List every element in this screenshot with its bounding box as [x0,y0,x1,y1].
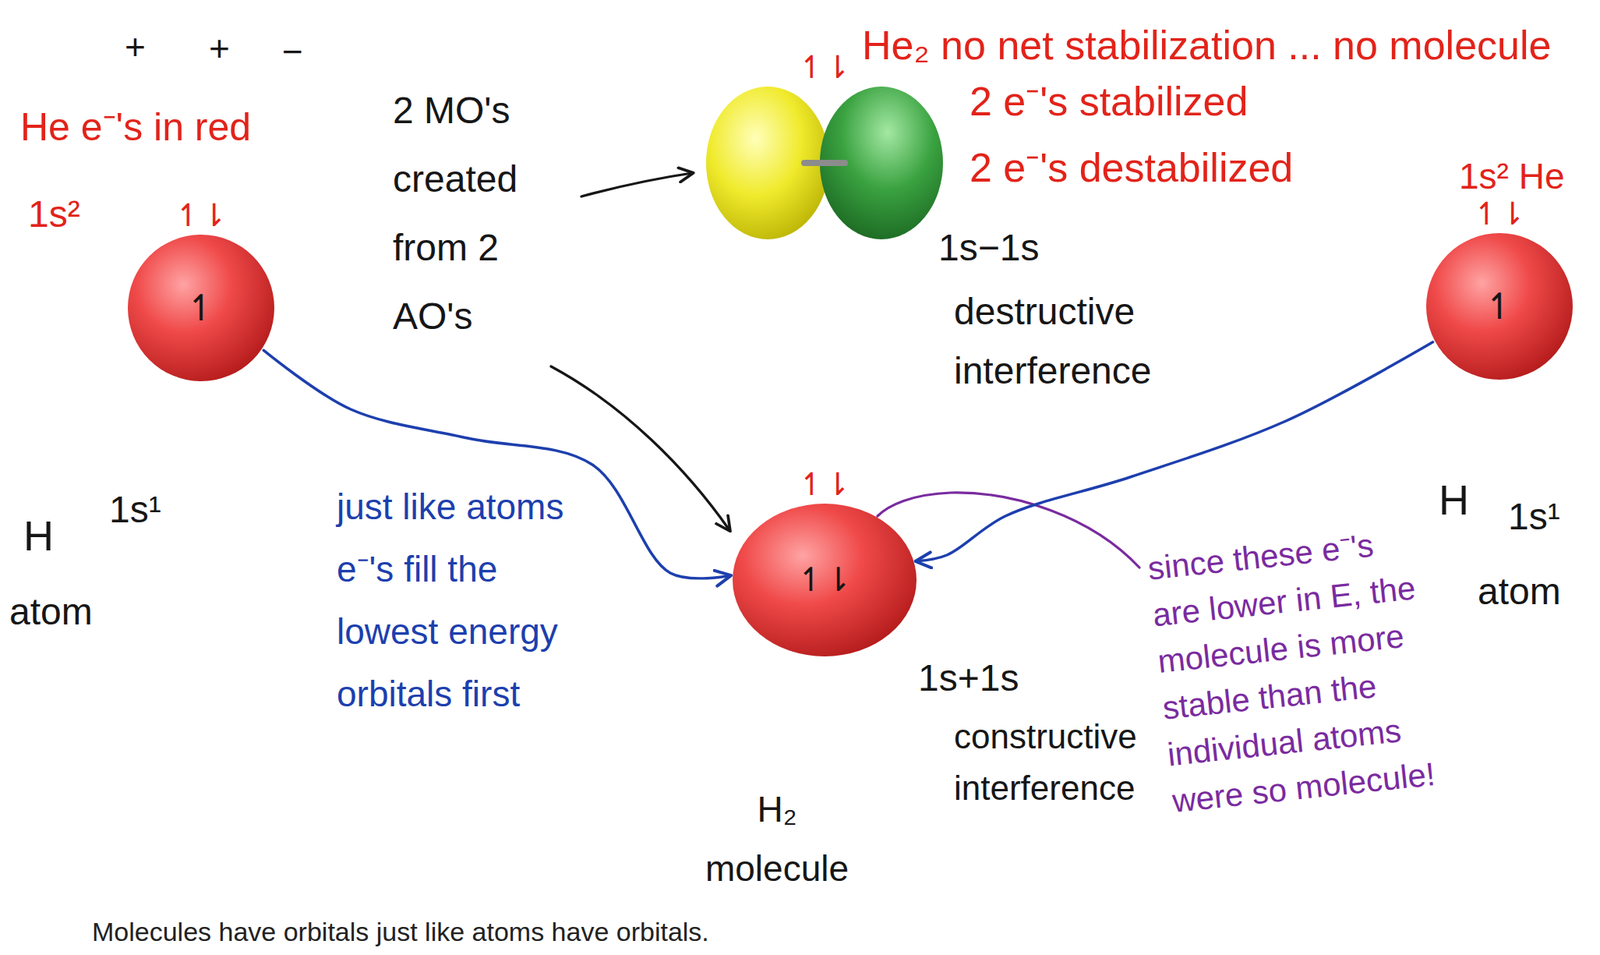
electron-pair-arrows: ↿⇂ [1472,197,1526,230]
electron-pair-arrows: ↿⇂ [174,198,227,232]
antibonding-orbital: ↿⇂ [706,86,944,240]
note: atom [9,589,93,633]
note: 2 e⁻'s destabilized [969,144,1293,192]
note: constructive interference [953,710,1149,814]
configuration: 1s² [28,192,81,236]
note: He₂ no net stabilization ... no molecule [861,22,1551,70]
configuration: 1s¹ [109,487,162,531]
electron-pair-arrows: ↿⇂ [798,50,851,84]
note: 2 e⁻'s stabilized [969,78,1248,126]
electron-flow-arrow [263,349,730,578]
orbital-label: 1s+1s [918,656,1019,700]
atomic-orbital: ↿⇂↿ [127,234,275,382]
note: since these e⁻'s are lower in E, the mol… [1145,516,1447,825]
caption: H₂ molecule [699,779,855,898]
configuration: 1s¹ [1508,494,1561,538]
note: just like atoms e⁻'s fill the lowest ene… [336,475,587,725]
sign: + [124,26,146,68]
electron-pair-arrows: ↿⇂ [797,562,852,597]
note: 2 MO's created from 2 AO's [392,76,522,351]
orbital-label: 1s−1s [938,226,1039,269]
note: destructive interference [953,282,1161,401]
orbital-ellipsoid [732,503,917,657]
orbital-sphere [127,234,275,382]
orbital-sphere [1426,233,1573,380]
pointer-arrow [581,173,693,197]
electron-arrow: ↿ [1484,287,1516,325]
electron-arrow: ↿ [186,289,217,327]
sign: + [208,28,230,70]
element-symbol: H [1438,475,1470,524]
note: He e⁻'s in red [20,105,251,151]
orbital-outline [706,86,944,240]
electron-pair-arrows: ↿⇂ [798,467,851,501]
element-symbol: H [23,511,54,560]
pointer-arrow [550,366,730,530]
leader-line [877,492,1140,568]
caption: Molecules have orbitals just like atoms … [91,916,710,947]
configuration: 1s² He [1458,155,1565,198]
atomic-orbital: ↿⇂↿ [1426,233,1573,380]
bonding-orbital: ↿⇂↿⇂ [732,503,917,657]
note: atom [1477,569,1562,613]
sign: − [282,31,304,73]
bond-axis [801,159,848,167]
